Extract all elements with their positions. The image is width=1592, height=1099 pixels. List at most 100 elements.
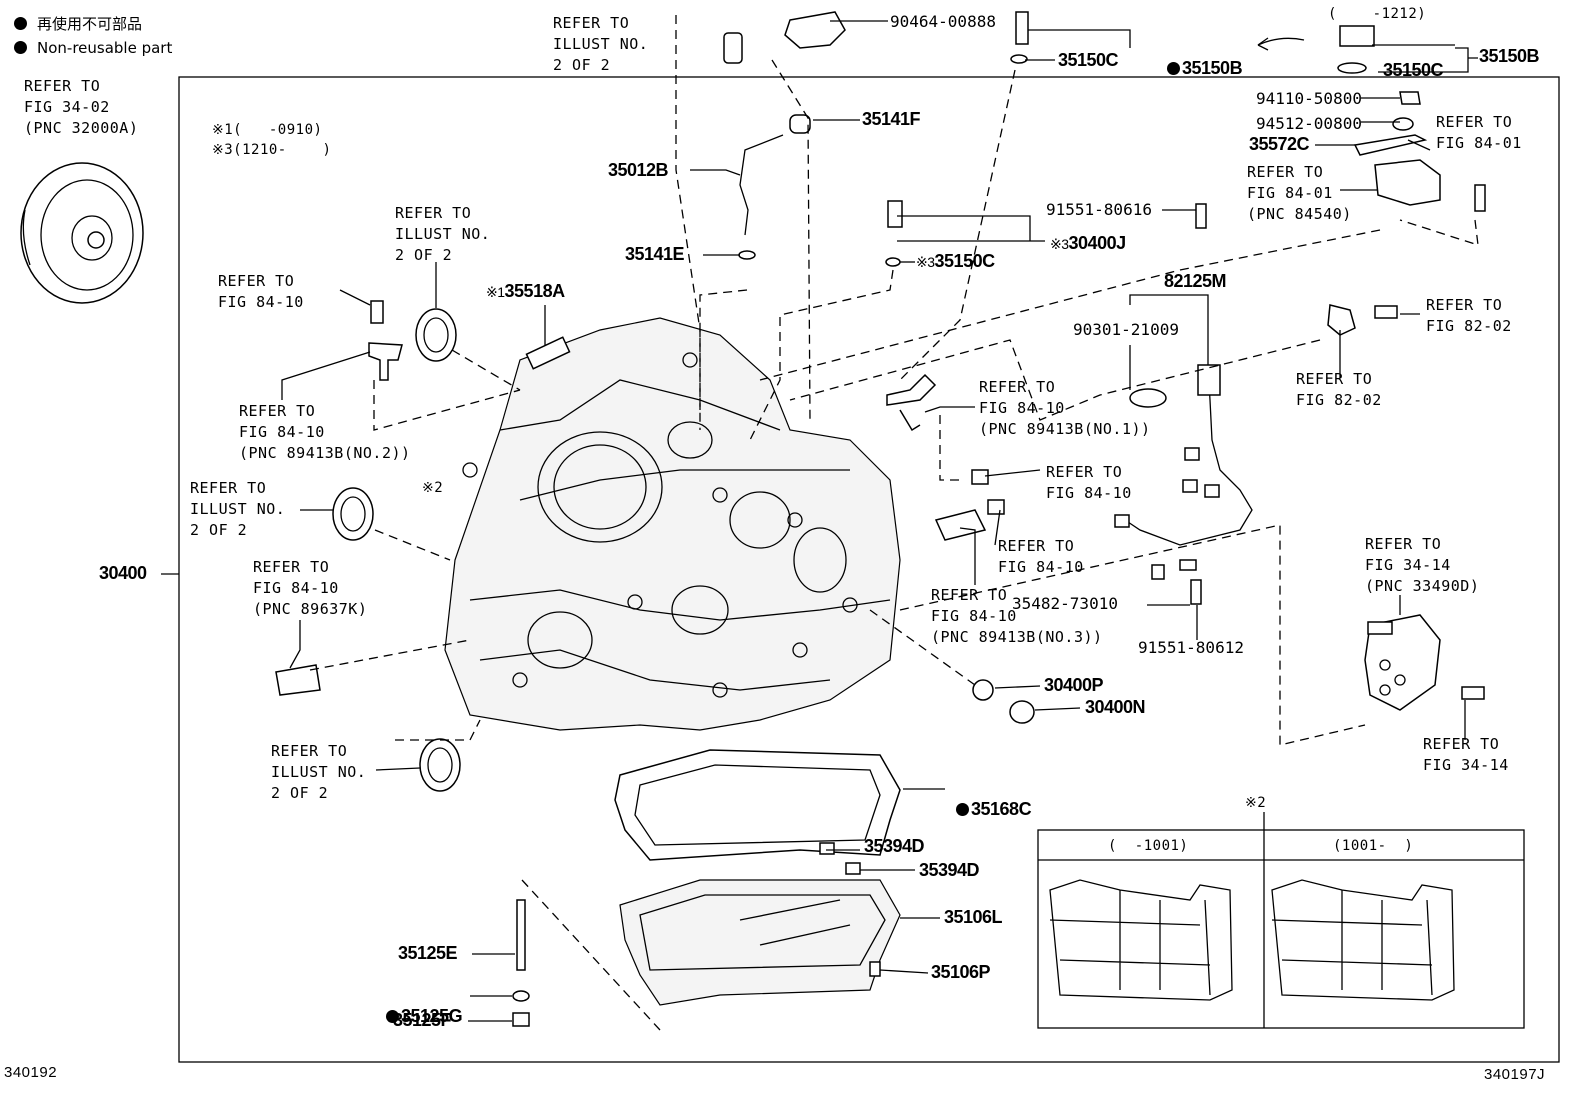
speed-sensor-no2 xyxy=(368,342,403,381)
ref-fig-82-02-a: REFER TO FIG 82-02 xyxy=(1426,296,1512,335)
part-mark: ※3 xyxy=(1050,236,1069,252)
part-90464-00888: 90464-00888 xyxy=(890,12,996,31)
legend-text-ja: 再使用不可部品 xyxy=(37,15,143,33)
note-1: ※1( -0910) xyxy=(212,122,323,138)
sensor-89637K xyxy=(275,664,321,696)
part-35150B-a: 35150B xyxy=(1158,37,1243,79)
part-35141E: 35141E xyxy=(625,244,685,264)
part-30400N: 30400N xyxy=(1085,697,1146,717)
footer-left-code: 340192 xyxy=(4,1064,58,1081)
ref-illust-left: REFER TO ILLUST NO. 2 OF 2 xyxy=(190,479,286,539)
ref-fig-84-10-g: REFER TO FIG 84-10 (PNC 89413B(NO.3)) xyxy=(931,586,1103,646)
oring-35150C-b xyxy=(1337,62,1367,74)
part-90301-21009: 90301-21009 xyxy=(1073,320,1179,339)
neutral-switch-shape xyxy=(1374,159,1441,206)
legend-text-en: Non-reusable part xyxy=(37,39,173,57)
washer-30400P-shape xyxy=(972,679,994,701)
gasket-35168C-shape xyxy=(614,749,901,861)
bolt-35125E-shape xyxy=(516,899,526,971)
part-35572C: 35572C xyxy=(1249,134,1310,154)
ref-fig-84-01-b: REFER TO FIG 84-01 (PNC 84540) xyxy=(1247,163,1352,223)
ref-fig-34-02: REFER TO FIG 34-02 (PNC 32000A) xyxy=(24,77,139,137)
part-30400P: 30400P xyxy=(1044,675,1104,695)
part-94110-50800: 94110-50800 xyxy=(1256,89,1362,108)
diagram-frame xyxy=(178,76,1560,1063)
part-35012B: 35012B xyxy=(608,160,669,180)
legend-nonreusable-ja: 再使用不可部品 xyxy=(14,13,142,34)
part-35125F: 35125F xyxy=(393,1010,452,1030)
plug-30400N-shape xyxy=(1009,700,1035,724)
oil-seal-c xyxy=(419,738,461,792)
part-35125E: 35125E xyxy=(398,943,458,963)
pad-35394D-a xyxy=(819,842,835,855)
ref-fig-34-14-a: REFER TO FIG 34-14 (PNC 33490D) xyxy=(1365,535,1480,595)
oil-seal-a xyxy=(415,308,457,362)
range-top-right: ( -1212) xyxy=(1328,6,1427,22)
ref-fig-84-10-e: REFER TO FIG 84-10 xyxy=(1046,463,1132,502)
lever-35572C-shape xyxy=(1353,134,1428,156)
connector-90464-shape xyxy=(784,11,846,49)
speed-sensor-no1 xyxy=(886,373,937,432)
bolt-91551-616-shape xyxy=(1195,203,1207,229)
bolt-right-shape xyxy=(1474,184,1486,212)
harness-82125M-shape xyxy=(1124,364,1253,546)
part-30400: 30400 xyxy=(99,563,147,583)
part-35168C: 35168C xyxy=(947,778,1032,820)
washer-94512-shape xyxy=(1392,117,1414,131)
sensor-35150B-alt xyxy=(1339,25,1375,47)
part-35106P: 35106P xyxy=(931,962,991,982)
legend-nonreusable-en: Non-reusable part xyxy=(14,39,172,57)
ref-fig-34-14-b: REFER TO FIG 34-14 xyxy=(1423,735,1509,774)
part-82125M: 82125M xyxy=(1164,271,1227,291)
part-91551-80616: 91551-80616 xyxy=(1046,200,1152,219)
bolt-91551-612-shape xyxy=(1190,579,1202,605)
union-35141F-shape xyxy=(789,114,811,134)
bolt-shape-c xyxy=(987,499,1005,515)
bolt-shape-a xyxy=(370,300,384,324)
note-mark-2: ※2 xyxy=(422,480,444,496)
oring-35150C-c xyxy=(885,257,901,267)
oring-35141E-shape xyxy=(738,250,756,260)
note-3: ※3(1210- ) xyxy=(212,142,332,158)
part-35141F: 35141F xyxy=(862,109,921,129)
ref-fig-84-10-b: REFER TO FIG 84-10 (PNC 89413B(NO.2)) xyxy=(239,402,411,462)
ref-fig-84-01-a: REFER TO FIG 84-01 xyxy=(1436,113,1522,152)
part-94512-00800: 94512-00800 xyxy=(1256,114,1362,133)
oil-seal-b xyxy=(332,487,374,541)
leader-lines xyxy=(161,20,1478,1022)
inset-right-range: (1001- ) xyxy=(1333,838,1414,854)
part-35125G: 35125G xyxy=(377,985,463,1027)
ref-fig-82-02-b: REFER TO FIG 82-02 xyxy=(1296,370,1382,409)
part-35394D-a: 35394D xyxy=(864,836,925,856)
oring-90301-shape xyxy=(1129,388,1167,408)
part-label: 35150C xyxy=(934,251,996,271)
oil-pan-35106L-shape xyxy=(619,879,901,1006)
inset-box xyxy=(1037,812,1525,1029)
ref-fig-84-10-a: REFER TO FIG 84-10 xyxy=(218,272,304,311)
part-label: 35125G xyxy=(401,1006,463,1026)
clamp-35482-shape xyxy=(1179,559,1197,571)
ref-fig-84-10-d: REFER TO FIG 84-10 (PNC 89413B(NO.1)) xyxy=(979,378,1151,438)
ref-fig-84-10-f: REFER TO FIG 84-10 xyxy=(998,537,1084,576)
part-35518A: ※135518A xyxy=(486,281,565,302)
part-label: 35168C xyxy=(971,799,1032,819)
filled-dot-icon xyxy=(14,41,27,54)
part-91551-80612: 91551-80612 xyxy=(1138,638,1244,657)
part-30400J: ※330400J xyxy=(1050,233,1126,254)
bolt-top-shape xyxy=(723,32,743,64)
solenoid-33490D-shape xyxy=(1364,614,1441,711)
filled-dot-icon xyxy=(14,17,27,30)
non-reusable-dot-icon xyxy=(1167,62,1181,75)
inset-mark: ※2 xyxy=(1245,795,1267,811)
sensor-35150B-shape xyxy=(1015,11,1029,45)
nut-94110-shape xyxy=(1399,91,1421,105)
part-35150B-b: 35150B xyxy=(1479,46,1540,66)
part-mark: ※3 xyxy=(916,254,935,270)
bolt-shape-b xyxy=(971,469,989,485)
inset-left-range: ( -1001) xyxy=(1108,838,1189,854)
torque-converter-drawing xyxy=(20,162,144,304)
label-plate-shape xyxy=(525,336,571,370)
part-label: 35150B xyxy=(1182,58,1243,78)
plug-35125F-shape xyxy=(512,1012,530,1027)
